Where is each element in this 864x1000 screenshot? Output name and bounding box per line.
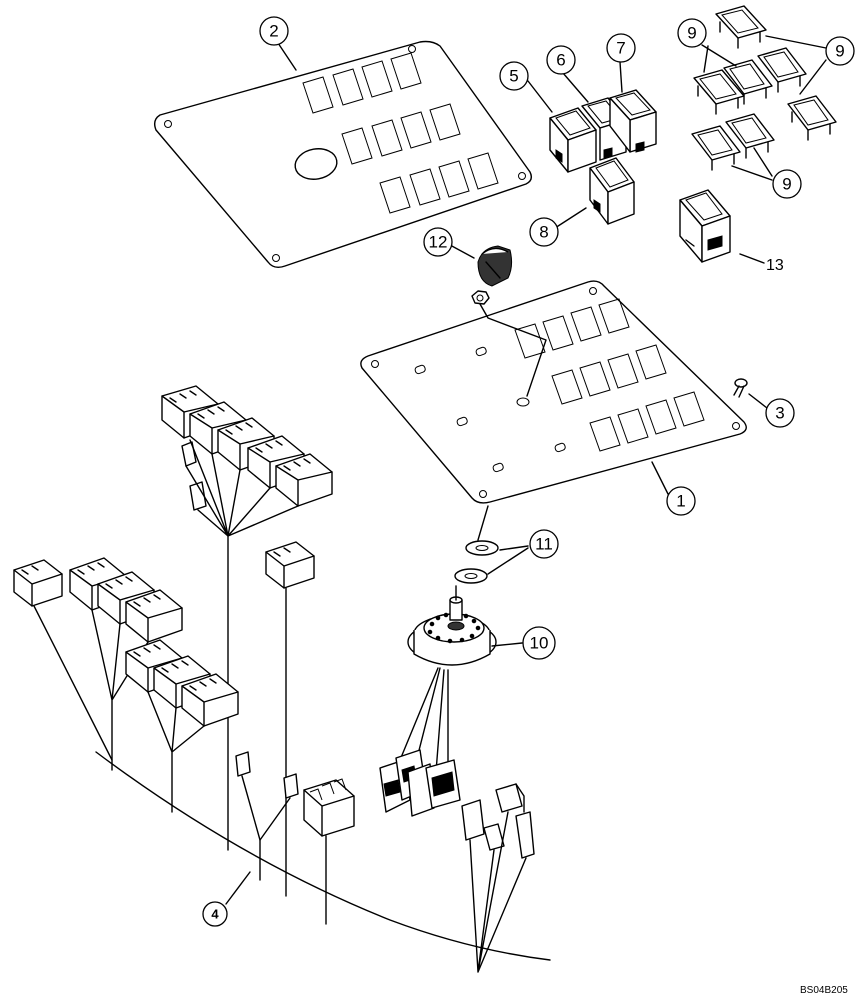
callout-11: 11 (529, 529, 559, 559)
washer-center-line (477, 505, 489, 541)
svg-text:7: 7 (616, 39, 625, 58)
callout-1: 1 (666, 486, 696, 516)
relay-connector-bundle-upper (161, 385, 333, 851)
rocker-switch-7 (609, 89, 657, 153)
callout-10: 10 (522, 626, 556, 660)
svg-text:9: 9 (835, 42, 844, 61)
svg-text:3: 3 (775, 404, 784, 423)
callout-12: 12 (423, 227, 453, 257)
callout-9-bottom: 9 (772, 169, 802, 199)
relay-connector-bundle-middle (69, 557, 183, 771)
svg-text:6: 6 (556, 51, 565, 70)
rotary-switch-pins (427, 611, 481, 644)
drawing-reference: BS04B205 (800, 985, 848, 996)
blank-plug (757, 47, 807, 93)
relay-connector-stem (265, 541, 315, 897)
blank-plug (715, 5, 767, 49)
screw (733, 378, 748, 398)
svg-text:10: 10 (530, 634, 549, 653)
svg-text:2: 2 (269, 22, 278, 41)
harness-small-plugs (235, 751, 299, 881)
callout-4: 4 (202, 901, 228, 927)
svg-text:8: 8 (539, 223, 548, 242)
washer-lower (454, 568, 488, 584)
hex-nut (471, 290, 490, 305)
callout-9-top-left: 9 (677, 18, 707, 48)
relay-connector-bundle-lower (125, 639, 239, 813)
rotary-knob (477, 245, 513, 287)
blank-plug (691, 125, 741, 171)
fuse-block (303, 778, 355, 925)
callout-6: 6 (546, 45, 576, 75)
svg-text:4: 4 (211, 907, 219, 922)
double-switch-13 (679, 189, 731, 263)
rotary-switch-connectors (379, 749, 461, 817)
mounting-plate-lower (360, 280, 747, 504)
svg-text:9: 9 (782, 175, 791, 194)
cover-plate-upper (153, 40, 533, 269)
relay-connector-left (13, 559, 113, 761)
blank-plug (693, 69, 745, 115)
callout-2: 2 (259, 16, 289, 46)
blank-plug (723, 59, 773, 105)
blank-plug (725, 113, 775, 159)
svg-text:5: 5 (509, 67, 518, 86)
nut-center-line (479, 303, 547, 397)
callout-7: 7 (606, 33, 636, 63)
svg-text:1: 1 (676, 492, 685, 511)
rotary-switch-10 (407, 585, 497, 666)
harness-connector-group-right (461, 783, 535, 973)
blank-plug (787, 95, 837, 141)
svg-text:12: 12 (429, 233, 448, 252)
callout-8: 8 (529, 217, 559, 247)
harness-trunk (95, 751, 551, 961)
blank-plug-group (691, 5, 837, 171)
leader-lines (225, 35, 827, 905)
callout-3: 3 (765, 398, 795, 428)
svg-text:11: 11 (535, 535, 553, 554)
part-13-label: 13 (766, 257, 784, 274)
callout-9-top-right: 9 (825, 36, 855, 66)
rocker-switch-5 (549, 107, 597, 173)
svg-text:9: 9 (687, 24, 696, 43)
washer-upper (465, 540, 499, 556)
callout-5: 5 (499, 61, 529, 91)
rocker-switch-8 (589, 157, 635, 225)
